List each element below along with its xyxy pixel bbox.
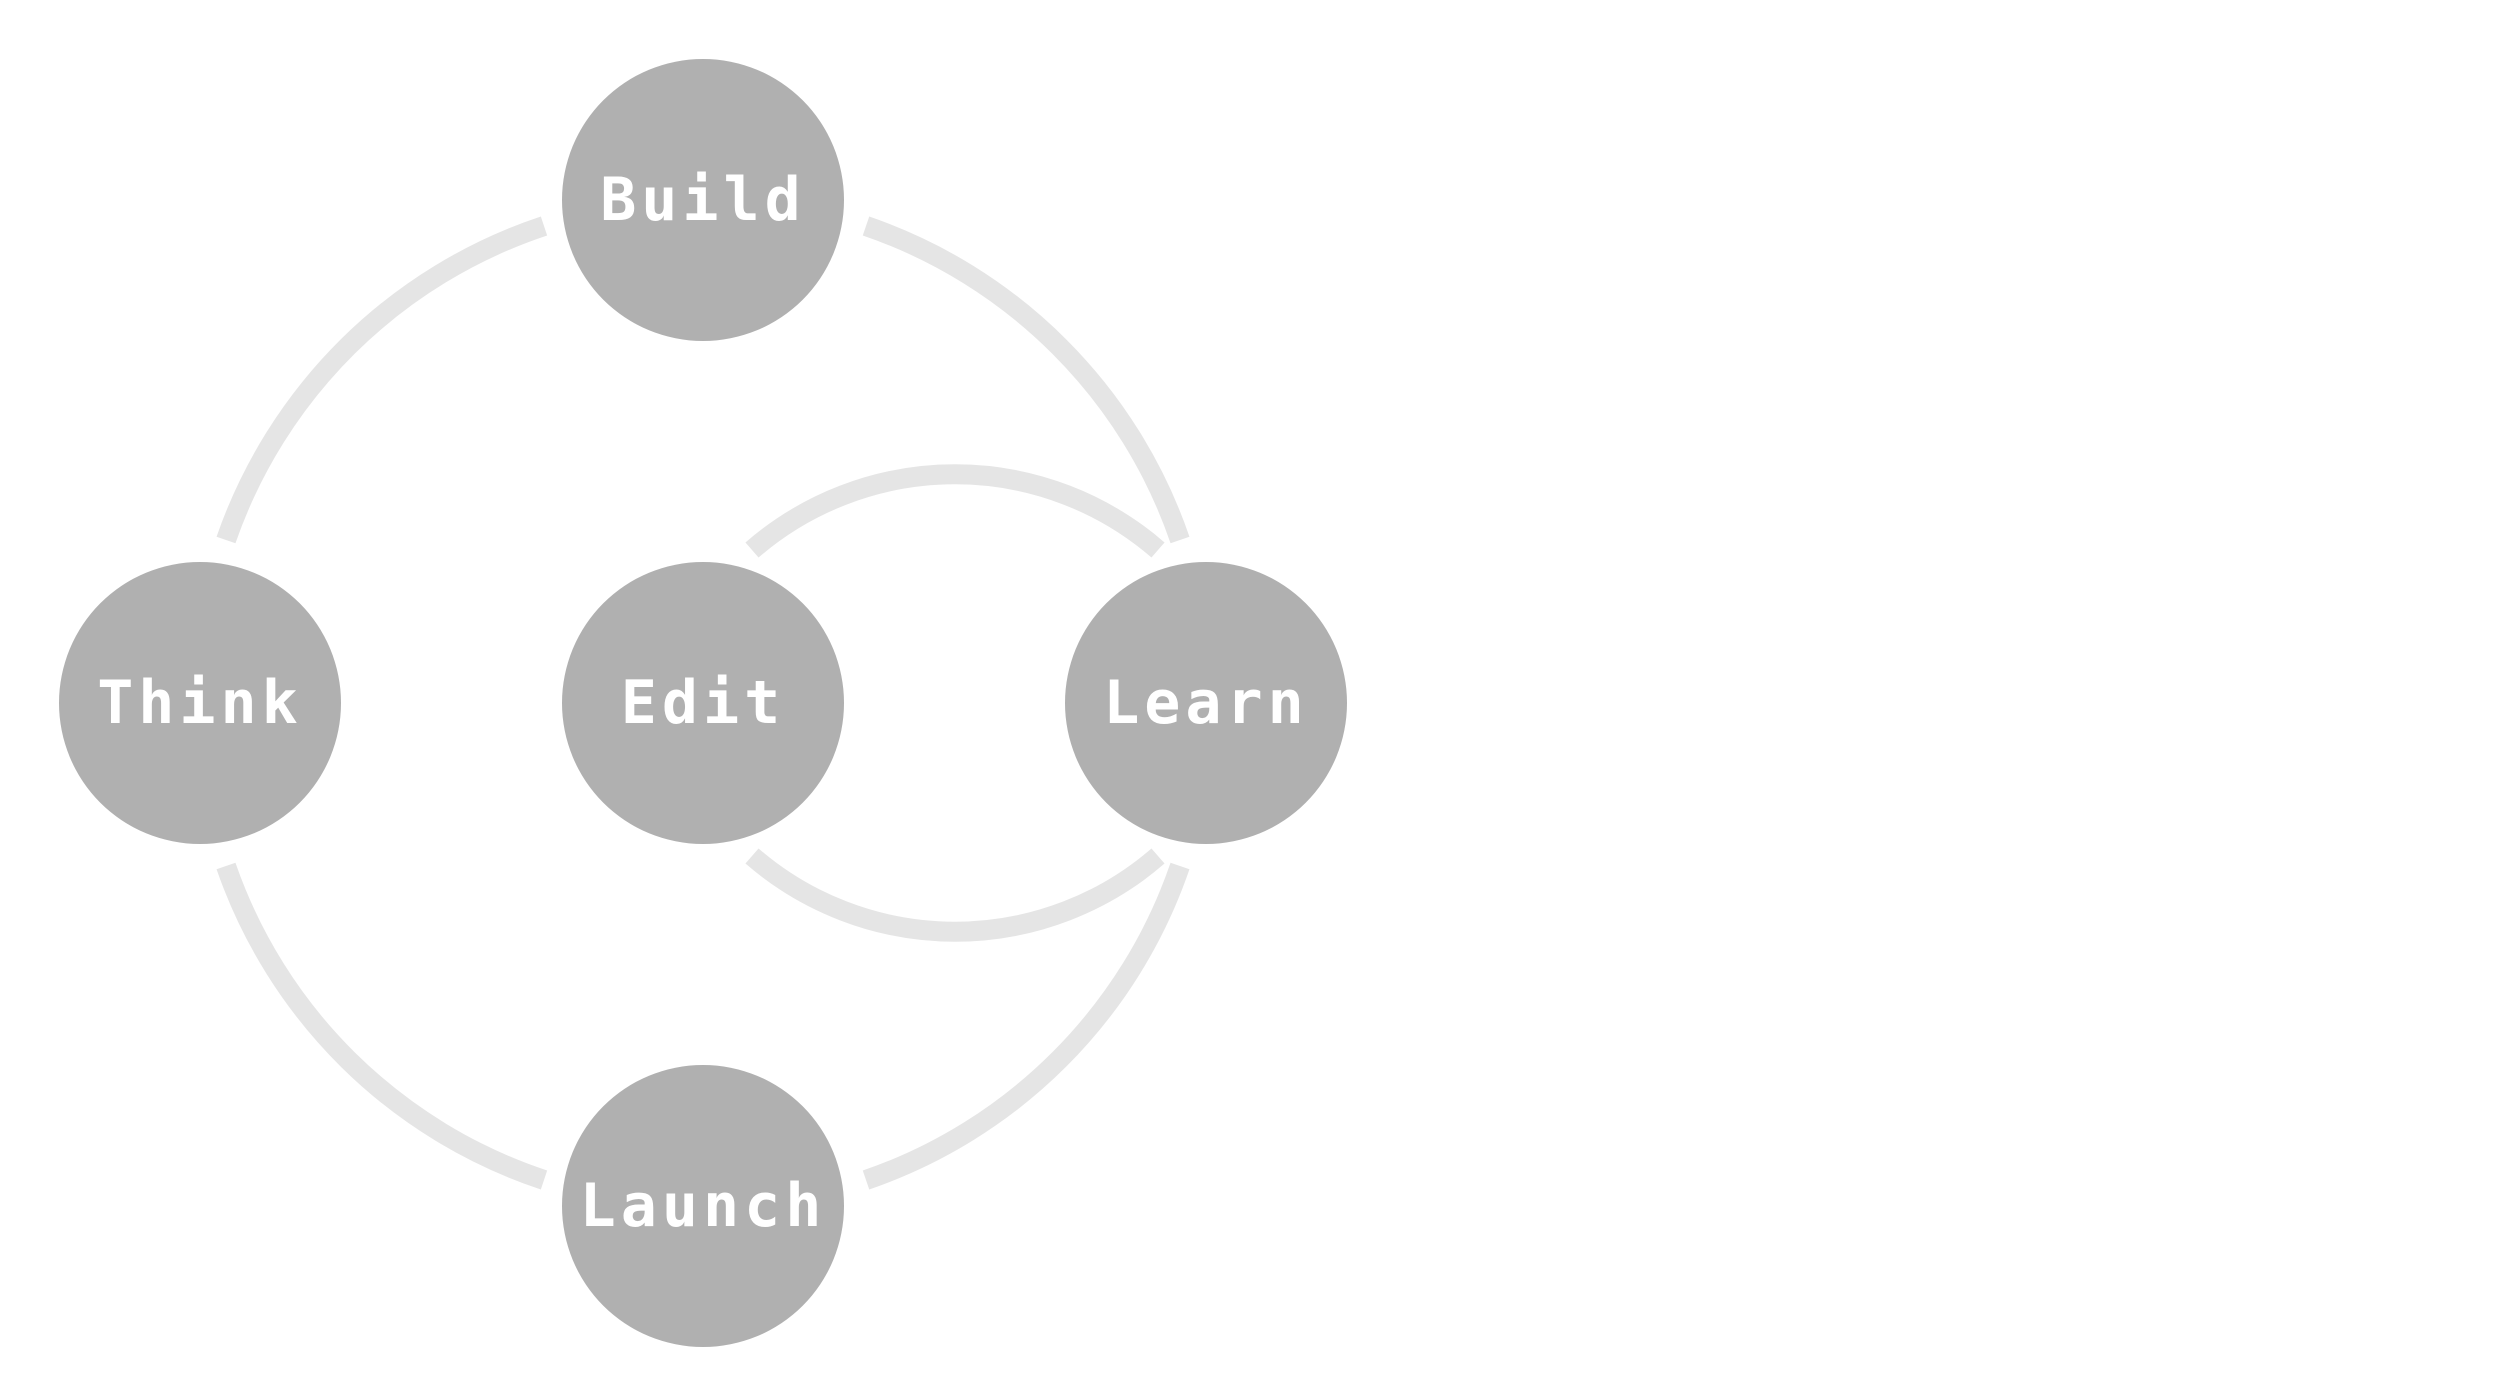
node-think-circle <box>59 562 341 844</box>
arc-think-launch <box>216 862 548 1190</box>
node-build-label: Build <box>600 165 806 235</box>
node-learn-circle <box>1065 562 1347 844</box>
node-launch-label: Launch <box>580 1171 827 1241</box>
node-learn: Learn <box>1065 562 1347 844</box>
node-learn-label: Learn <box>1103 668 1309 738</box>
node-edit-label: Edit <box>621 668 786 738</box>
node-edit-circle <box>562 562 844 844</box>
node-think: Think <box>59 562 341 844</box>
node-build-circle <box>562 59 844 341</box>
arc-edit-learn-top <box>745 464 1165 558</box>
node-edit: Edit <box>562 562 844 844</box>
arc-build-think <box>216 216 548 544</box>
arc-edit-learn-bottom <box>745 848 1165 942</box>
node-launch-circle <box>562 1065 844 1347</box>
node-launch: Launch <box>562 1065 844 1347</box>
arc-learn-launch <box>862 862 1190 1190</box>
arc-build-learn <box>862 216 1190 544</box>
node-think-label: Think <box>97 668 303 738</box>
node-build: Build <box>562 59 844 341</box>
